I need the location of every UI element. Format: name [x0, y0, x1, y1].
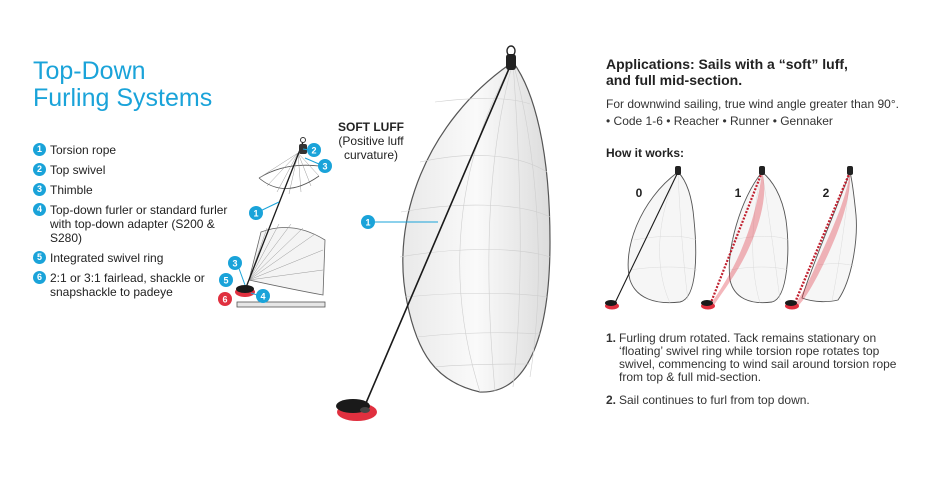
furling-stages-diagram: [605, 166, 857, 310]
callout-label: 5: [223, 276, 228, 286]
upper-sail-fan: [258, 152, 320, 195]
step-text: Sail continues to furl from top down.: [619, 393, 810, 407]
callout-badge: [249, 206, 263, 220]
torsion-rope: [244, 141, 304, 291]
callout-badges: 1 2 3 3 4 5 6: [218, 143, 332, 306]
how-it-works-steps: 1. Furling drum rotated. Tack remains st…: [606, 332, 906, 417]
callout-badge: [307, 143, 321, 157]
soft-luff-heading: SOFT LUFF: [338, 120, 404, 134]
component-legend: 1 Torsion rope 2 Top swivel 3 Thimble 4 …: [33, 143, 228, 305]
tack-furler-drum: [336, 399, 377, 421]
legend-item-thimble: 3 Thimble: [33, 183, 228, 197]
stage-label-2: 2: [822, 186, 830, 200]
lower-sail-fan: [248, 223, 326, 296]
title-line-2: Furling Systems: [33, 84, 213, 112]
legend-item-text: Top swivel: [50, 163, 106, 177]
top-swivel: [299, 137, 307, 154]
callout-label: 1: [253, 209, 258, 219]
soft-luff-label: SOFT LUFF (Positive luff curvature): [330, 120, 412, 162]
how-it-works-title: How it works:: [606, 146, 685, 160]
step-number: 1.: [606, 331, 617, 345]
head-swivel: [506, 45, 516, 70]
callout-label: 1: [365, 218, 370, 228]
legend-item-fairlead: 6 2:1 or 3:1 fairlead, shackle or snapsh…: [33, 271, 228, 299]
small-furler-diagram: 1 2 3 3 4 5 6: [218, 137, 332, 308]
applications-title: Applications: Sails with a “soft” luff, …: [606, 56, 906, 88]
furler-drum: [235, 285, 255, 297]
callout-badge: [361, 215, 375, 229]
stage-0-sail: [605, 166, 698, 310]
legend-item-top-swivel: 2 Top swivel: [33, 163, 228, 177]
soft-luff-detail-line-2: curvature): [343, 148, 399, 162]
legend-number-badge: 6: [33, 271, 46, 284]
stage-label-0: 0: [635, 186, 643, 200]
torsion-rope: [362, 63, 512, 411]
legend-item-text: Torsion rope: [50, 143, 117, 157]
stage-2-sail: [785, 166, 857, 310]
legend-item-text: Top-down furler or standard furler with …: [50, 203, 228, 245]
legend-item-text: Thimble: [50, 183, 93, 197]
legend-item-torsion-rope: 1 Torsion rope: [33, 143, 228, 157]
legend-item-furler: 4 Top-down furler or standard furler wit…: [33, 203, 228, 245]
callout-badge: [256, 289, 270, 303]
applications-sail-types: • Code 1-6 • Reacher • Runner • Gennaker: [606, 114, 833, 128]
legend-number-badge: 1: [33, 143, 46, 156]
callout-label: 2: [311, 146, 316, 156]
stage-1-sail: [701, 166, 789, 310]
step-number: 2.: [606, 393, 617, 407]
legend-number-badge: 4: [33, 203, 46, 216]
legend-item-swivel-ring: 5 Integrated swivel ring: [33, 251, 228, 265]
callout-badge: [219, 273, 233, 287]
deck-rail: [236, 301, 326, 308]
callout-label: 6: [222, 295, 227, 305]
legend-item-text: 2:1 or 3:1 fairlead, shackle or snapshac…: [50, 271, 205, 299]
legend-number-badge: 5: [33, 251, 46, 264]
sail-body: [402, 61, 551, 393]
callout-label: 3: [322, 162, 327, 172]
legend-item-text: Integrated swivel ring: [50, 251, 164, 265]
step-2: 2. Sail continues to furl from top down.: [606, 394, 906, 407]
step-1: 1. Furling drum rotated. Tack remains st…: [606, 332, 906, 384]
applications-title-line-1: Applications: Sails with a “soft” luff,: [606, 56, 848, 72]
callout-badge: [228, 256, 242, 270]
callout-label: 4: [260, 292, 265, 302]
callout-badge: [318, 159, 332, 173]
stage-label-1: 1: [734, 186, 742, 200]
sail-panel-lines: [399, 61, 551, 393]
title-line-1: Top-Down: [33, 57, 146, 85]
page-title: Top-Down Furling Systems: [33, 58, 212, 112]
legend-number-badge: 3: [33, 183, 46, 196]
main-sail-diagram: 1: [336, 45, 551, 421]
callout-badge: [218, 292, 232, 306]
soft-luff-detail-line-1: (Positive luff: [338, 134, 404, 148]
applications-title-line-2: and full mid-section.: [606, 72, 743, 88]
step-text: Furling drum rotated. Tack remains stati…: [619, 331, 897, 384]
applications-description: For downwind sailing, true wind angle gr…: [606, 97, 899, 111]
callout-label: 3: [232, 259, 237, 269]
legend-number-badge: 2: [33, 163, 46, 176]
